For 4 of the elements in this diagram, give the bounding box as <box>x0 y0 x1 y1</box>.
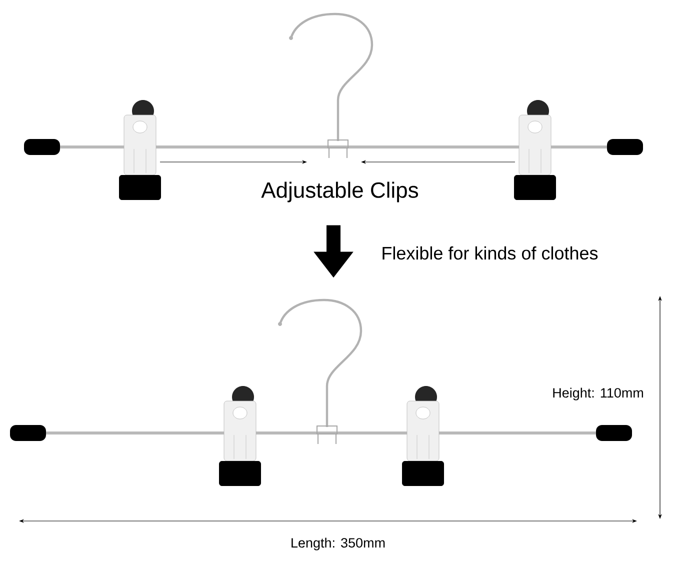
label: Adjustable Clips <box>261 182 418 202</box>
label: Height: 110mm <box>553 388 643 400</box>
edge-label: Flexible for kinds of clothes <box>382 246 598 260</box>
label: Length: 350mm <box>292 538 385 550</box>
